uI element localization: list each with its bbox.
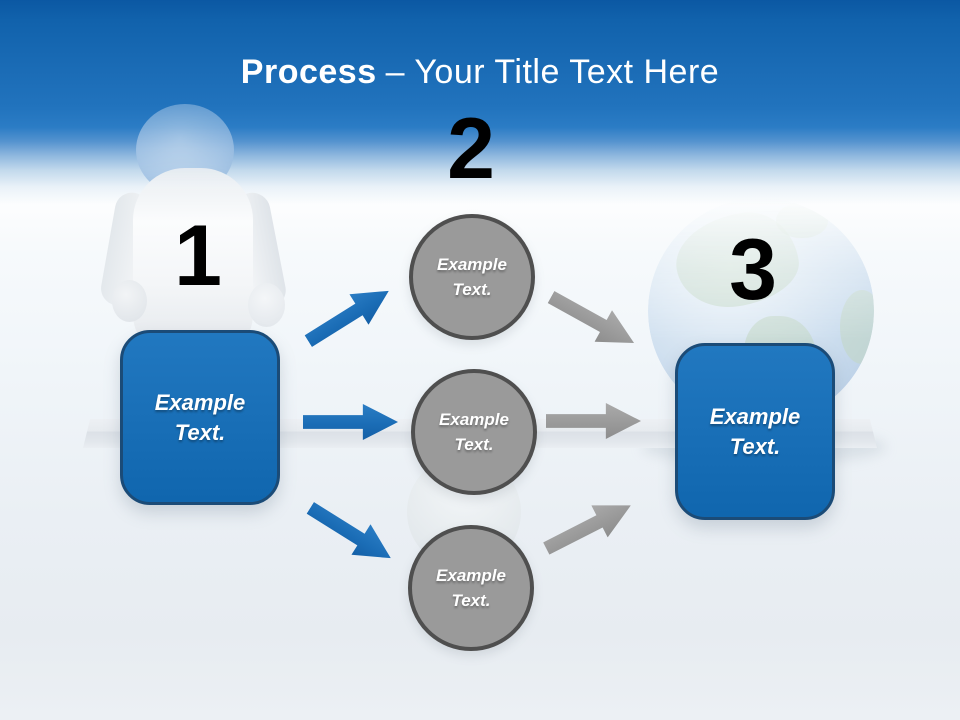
person-right-hand bbox=[248, 283, 285, 327]
step3-box: Example Text. bbox=[675, 343, 835, 520]
globe-continent-africa bbox=[840, 290, 874, 364]
process-circle-2-label: Example Text. bbox=[439, 409, 509, 455]
gray-arrow-up-icon bbox=[538, 489, 639, 564]
step3-box-label: Example Text. bbox=[709, 403, 801, 459]
step1-box: Example Text. bbox=[120, 330, 280, 505]
globe-continent-greenland bbox=[776, 202, 828, 238]
title-emphasis: Process bbox=[240, 53, 377, 91]
person-torso bbox=[133, 168, 253, 360]
process-circle-2: Example Text. bbox=[411, 369, 537, 495]
process-circle-3: Example Text. bbox=[408, 525, 534, 651]
slide-title: Process– Your Title Text Here bbox=[0, 53, 960, 92]
blue-arrow-up-icon bbox=[299, 276, 399, 357]
title-rest: – Your Title Text Here bbox=[385, 53, 720, 91]
step-number-1: 1 bbox=[174, 208, 222, 304]
process-circle-3-label: Example Text. bbox=[436, 565, 506, 611]
person-left-hand bbox=[112, 280, 147, 322]
blue-arrow-down-icon bbox=[301, 493, 401, 574]
person-figure bbox=[98, 100, 300, 435]
gray-arrow-down-icon bbox=[542, 281, 643, 359]
step1-box-label: Example Text. bbox=[154, 389, 246, 445]
process-circle-1: Example Text. bbox=[409, 214, 535, 340]
step-number-3: 3 bbox=[729, 222, 777, 318]
process-circle-1-label: Example Text. bbox=[437, 254, 507, 300]
step-number-2: 2 bbox=[447, 101, 495, 197]
